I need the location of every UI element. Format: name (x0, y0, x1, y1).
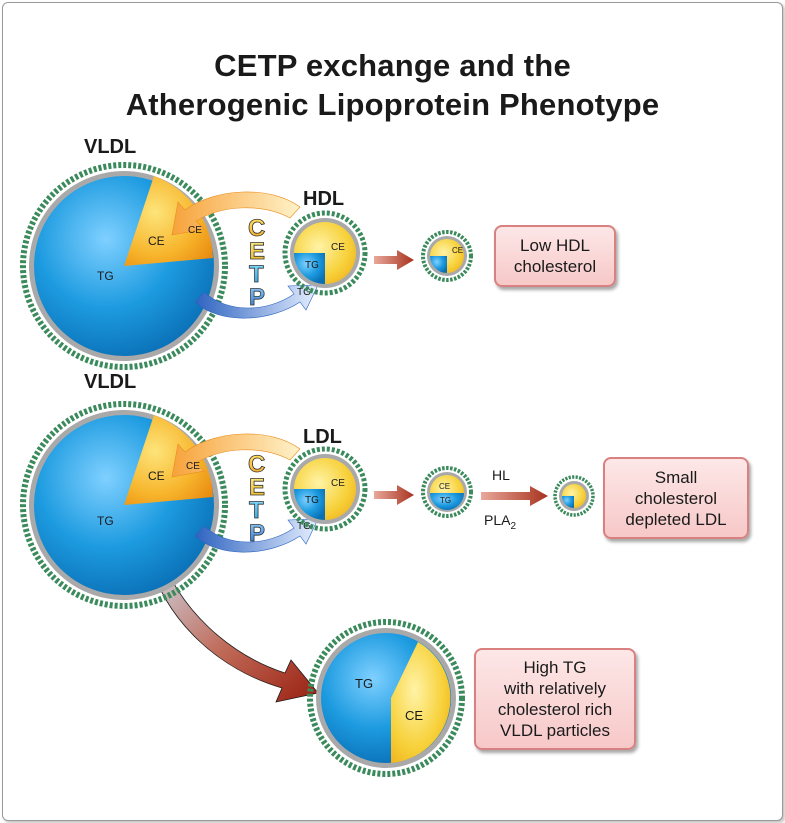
vldl-top-label: VLDL (84, 136, 137, 158)
tg-exchange-bottom-text: TG (297, 521, 311, 532)
hdl-particle: CE TG (282, 210, 368, 296)
cetp-bottom-letter-p: P (249, 520, 265, 547)
large-vldl-ce-text: CE (405, 708, 423, 723)
small-hdl-particle: CE (421, 230, 473, 282)
title-line-2: Atherogenic Lipoprotein Phenotype (125, 87, 660, 122)
vldl-top-tg-text: TG (97, 269, 114, 283)
cetp-top-letter-c: C (248, 215, 265, 242)
large-vldl-tg-text: TG (355, 676, 373, 691)
intermediate-ldl-tg-text: TG (440, 496, 451, 505)
cetp-bottom-letter-e: E (249, 474, 265, 501)
vldl-to-large-vldl-arrow (147, 547, 319, 703)
vldl-bottom-tg-text: TG (97, 514, 114, 528)
cetp-top-letter-t: T (249, 261, 264, 288)
hdl-tg-text: TG (305, 260, 319, 271)
intermediate-ldl-particle: CE TG (421, 466, 473, 518)
ldl-particle: CE TG (282, 446, 368, 532)
vldl-top-particle: CE TG (20, 162, 228, 370)
title-line-1: CETP exchange and the (214, 48, 571, 83)
tg-exchange-top-text: TG (297, 287, 311, 298)
low-hdl-cholesterol-box: Low HDL cholesterol (494, 225, 616, 287)
cetp-label-bottom: C E T P (248, 451, 266, 548)
hl-pla2-arrow (481, 486, 548, 506)
hl-enzyme-label: HL (492, 467, 510, 483)
small-cholesterol-depleted-ldl-box: Small cholesterol depleted LDL (603, 457, 749, 539)
ldl-label: LDL (303, 426, 342, 448)
vldl-top-ce-text: CE (148, 234, 165, 248)
intermediate-ldl-ce-text: CE (439, 482, 450, 491)
ldl-to-small-arrow (374, 485, 414, 505)
cetp-bottom-letter-t: T (249, 497, 264, 524)
large-vldl-particle: TG CE (307, 619, 465, 777)
cetp-label-top: C E T P (248, 215, 266, 312)
ldl-tg-text: TG (305, 495, 319, 506)
cetp-top-letter-p: P (249, 284, 265, 311)
ce-exchange-top-text: CE (188, 225, 202, 236)
vldl-bottom-ce-text: CE (148, 469, 165, 483)
ce-exchange-bottom-text: CE (186, 461, 200, 472)
pla2-enzyme-label: PLA2 (484, 512, 516, 532)
cetp-bottom-letter-c: C (248, 451, 265, 478)
hdl-ce-text: CE (331, 242, 345, 253)
vldl-bottom-label: VLDL (84, 371, 137, 393)
small-dense-ldl-particle (553, 475, 595, 517)
cetp-top-letter-e: E (249, 238, 265, 265)
high-tg-vldl-box: High TG with relatively cholesterol rich… (474, 648, 636, 750)
small-hdl-ce-text: CE (452, 246, 463, 255)
hdl-to-small-arrow (374, 250, 414, 270)
vldl-bottom-particle: CE TG (20, 401, 228, 609)
hdl-label: HDL (303, 188, 345, 210)
ldl-ce-text: CE (331, 478, 345, 489)
